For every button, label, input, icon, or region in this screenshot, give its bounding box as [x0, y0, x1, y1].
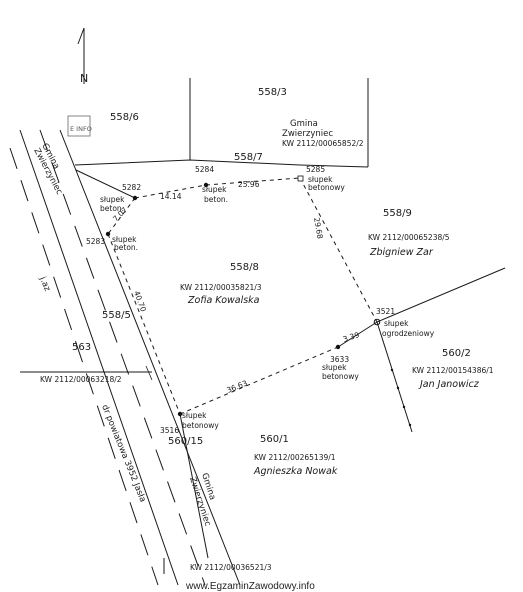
- owner-nowak: Agnieszka Nowak: [253, 466, 338, 477]
- parcel-558-6: 558/6: [110, 112, 139, 123]
- kw-label-2: KW 2112/00065238/5: [368, 233, 450, 242]
- kw-label-5: KW 2112/00154386/1: [412, 366, 494, 375]
- kw-label-1: KW 2112/00065852/2: [282, 139, 364, 148]
- marker-5282-a: słupek: [100, 195, 125, 204]
- point-3633: 3633: [330, 355, 349, 364]
- north-label: N: [80, 72, 88, 85]
- kw-label-4: KW 2112/00063218/2: [40, 375, 122, 384]
- parcel-558-7: 558/7: [234, 152, 263, 163]
- marker-3521-a: słupek: [384, 319, 409, 328]
- marker-5284-b: beton.: [204, 195, 228, 204]
- parcel-560-15: 560/15: [168, 436, 203, 447]
- marker-5284-a: słupek: [202, 185, 227, 194]
- watermark: www.EgzaminZawodowy.info: [185, 581, 315, 592]
- parcel-558-8: 558/8: [230, 262, 259, 273]
- road-name: dr powiatowa 3952 Jasła: [99, 403, 147, 503]
- survey-points: [105, 175, 412, 427]
- point-3516: 3516: [160, 426, 179, 435]
- north-arrow: N: [77, 27, 88, 85]
- parcel-558-3: 558/3: [258, 87, 287, 98]
- road-strip: [9, 129, 241, 586]
- road-label-jaz: j.az: [37, 274, 52, 293]
- point-5282: 5282: [122, 183, 141, 192]
- marker-3633-b: betonowy: [322, 372, 359, 381]
- svg-text:E INFO: E INFO: [70, 125, 92, 133]
- distance-25-96: 25.96: [238, 180, 260, 189]
- gmina-name-top: Zwierzyniec: [282, 129, 333, 139]
- kw-label-6: KW 2112/00265139/1: [254, 453, 336, 462]
- distance-14-14: 14.14: [160, 192, 182, 201]
- distance-29-68: 29.68: [312, 217, 325, 240]
- marker-5285-a: słupek: [308, 175, 333, 184]
- marker-3633-a: słupek: [322, 363, 347, 372]
- info-logo-icon: E INFO: [67, 115, 92, 137]
- owner-zar: Zbigniew Zar: [369, 247, 434, 258]
- parcel-boundaries: [20, 78, 506, 559]
- marker-3516-b: betonowy: [182, 421, 219, 430]
- owner-kowalska: Zofia Kowalska: [187, 295, 260, 306]
- distance-3-39: 3.39: [342, 330, 361, 344]
- marker-5285-b: betonowy: [308, 183, 345, 192]
- kw-label-7: KW 2112/00036521/3: [190, 563, 272, 572]
- parcel-560-1: 560/1: [260, 434, 289, 445]
- kw-label-3: KW 2112/00035821/3: [180, 283, 262, 292]
- marker-3521-b: ogrodzeniowy: [382, 329, 435, 338]
- marker-5283-b: beton.: [114, 243, 138, 252]
- owner-janowicz: Jan Janowicz: [418, 379, 480, 390]
- distance-36-63: 36.63: [225, 378, 248, 394]
- point-3521: 3521: [376, 307, 395, 316]
- parcel-558-5: 558/5: [102, 310, 131, 321]
- point-5284: 5284: [195, 165, 214, 174]
- marker-3516-a: słupek: [182, 411, 207, 420]
- parcel-560-2: 560/2: [442, 348, 471, 359]
- point-5285: 5285: [306, 165, 325, 174]
- parcel-563: 563: [72, 342, 91, 353]
- parcel-558-9: 558/9: [383, 208, 412, 219]
- marker-5282-b: beton.: [100, 204, 124, 213]
- marker-5283-a: słupek: [112, 235, 137, 244]
- point-5283: 5283: [86, 237, 105, 246]
- gmina-label-top: Gmina: [290, 119, 318, 129]
